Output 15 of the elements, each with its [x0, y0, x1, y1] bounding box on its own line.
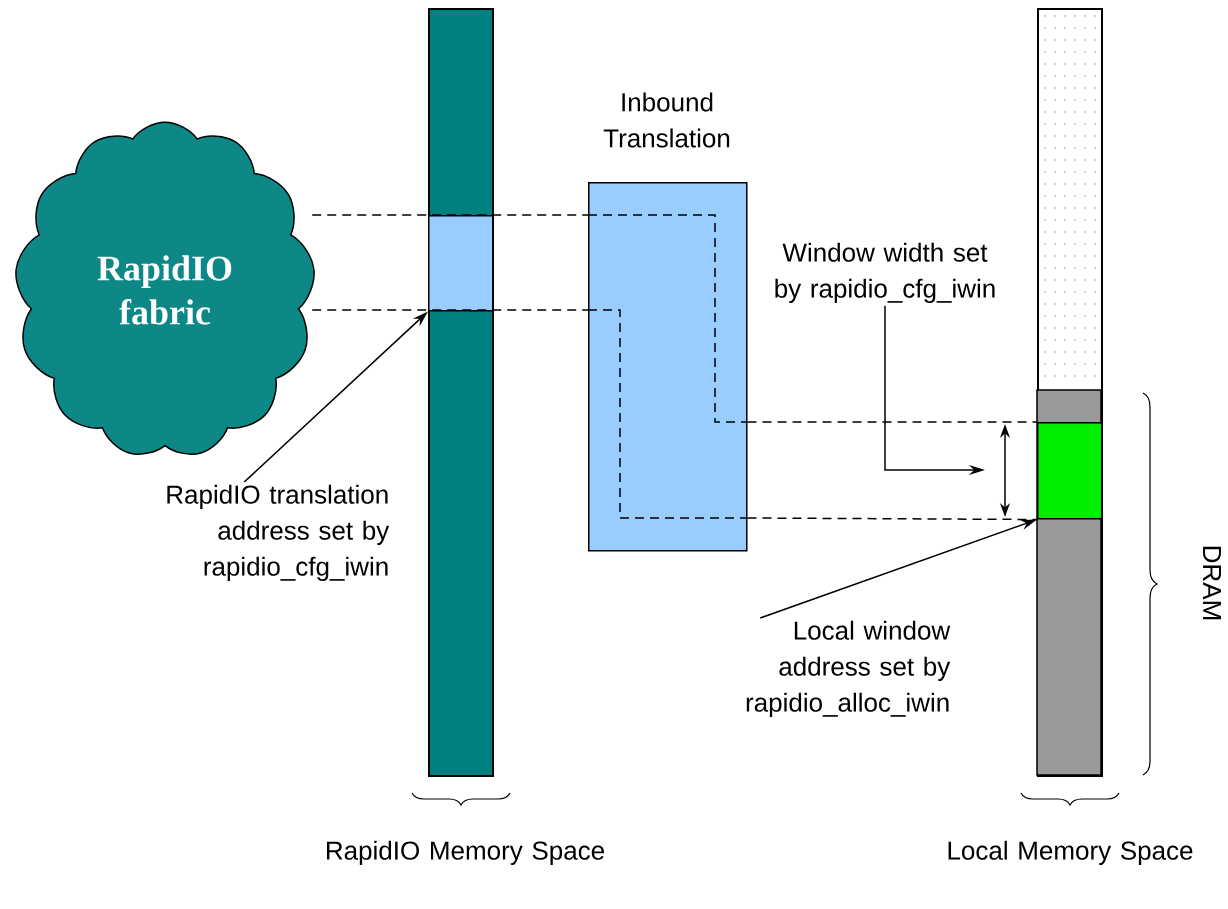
dashed-line	[311, 309, 589, 311]
column-label: Local Memory Space	[948, 840, 1193, 865]
cloud: RapidIO fabric	[15, 121, 315, 455]
window-segment	[428, 215, 494, 312]
translation-box: Inbound Translation	[588, 92, 748, 552]
dashed-line	[746, 517, 1038, 521]
node-label: Inbound Translation	[603, 92, 730, 148]
annotation-text: RapidIO translation address set by rapidio_cfg_iwin	[167, 484, 390, 581]
dashed-line	[311, 214, 589, 216]
window-segment	[1037, 422, 1103, 520]
dashed-line	[746, 421, 1038, 423]
annotation-text: Local window address set by rapidio_alloc_iwin	[746, 620, 951, 717]
column-label: RapidIO Memory Space	[327, 840, 604, 865]
region-label: DRAM	[1203, 546, 1221, 620]
annotation-text: Window width set by rapidio_cfg_iwin	[775, 242, 995, 303]
